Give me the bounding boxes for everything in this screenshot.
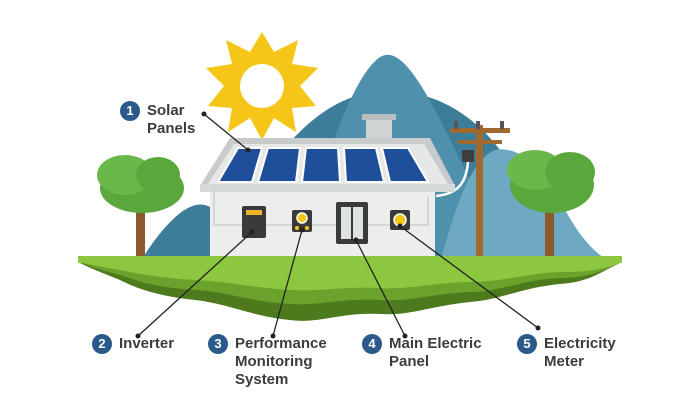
badge-3: 3	[208, 334, 228, 354]
sun-icon	[206, 32, 318, 140]
utility-pole-icon	[435, 121, 510, 260]
label-inverter: 2 Inverter	[92, 334, 175, 354]
label-inverter-text: Inverter	[119, 335, 175, 352]
electricity-meter-icon	[390, 210, 410, 230]
tree-right-icon	[507, 150, 595, 262]
leader-lines	[137, 113, 539, 337]
badge-1: 1	[120, 101, 140, 121]
monitoring-system-icon	[292, 210, 312, 232]
label-electricity-meter: 5 Electricity Meter	[517, 334, 616, 371]
label-performance-monitoring: 3 Performance Monitoring System	[208, 334, 327, 389]
house-wiring	[213, 186, 429, 226]
main-electric-panel-icon	[336, 202, 368, 244]
label-performance-monitoring-text: Performance Monitoring System	[235, 335, 327, 388]
badge-2: 2	[92, 334, 112, 354]
label-electricity-meter-text: Electricity Meter	[544, 335, 616, 370]
label-main-electric-panel: 4 Main Electric Panel	[362, 334, 482, 371]
badge-4: 4	[362, 334, 382, 354]
label-solar-panels-text: Solar Panels	[147, 102, 196, 137]
ground	[78, 256, 622, 321]
label-solar-panels: 1 Solar Panels	[120, 101, 196, 138]
tree-left-icon	[97, 155, 184, 262]
inverter-icon	[242, 206, 266, 238]
solar-panels	[216, 147, 430, 183]
label-main-electric-panel-text: Main Electric Panel	[389, 335, 482, 370]
badge-5: 5	[517, 334, 537, 354]
leader-dots	[135, 111, 541, 339]
